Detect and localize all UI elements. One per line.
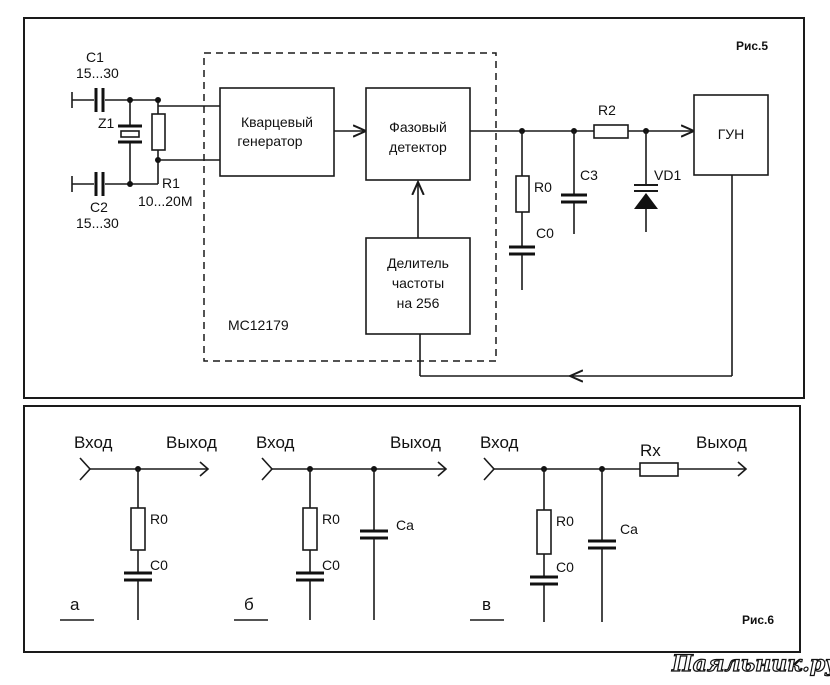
vd1-label: VD1 [654,167,681,183]
crystal-oscillator-block [219,87,335,177]
varicap-vd1 [634,131,658,232]
c2-name: C2 [90,199,108,215]
r1-value: 10...20M [138,193,192,209]
b-r0-label: R0 [322,511,340,527]
r0-label: R0 [534,179,552,195]
resistor-r1 [127,97,166,187]
a-c0-label: C0 [150,557,168,573]
detector-line2: детектор [389,139,447,155]
c1-value: 15...30 [76,65,119,81]
figure-5: Рис.5 MC12179 C1 15...30 C2 15...30 [23,17,805,399]
figure-6-label: Рис.6 [742,613,774,627]
divider-line2: частоты [392,275,444,291]
vco-block [693,94,769,176]
v-input-label: Вход [480,433,519,452]
detector-line1: Фазовый [389,119,447,135]
b-variant-letter: б [244,595,254,614]
crystal-z1 [118,100,142,184]
figure-6-frame [23,405,801,653]
capacitor-c1 [71,88,130,112]
b-c0-label: C0 [322,557,340,573]
r0-c0-branch [509,131,535,290]
b-input-label: Вход [256,433,295,452]
v-variant-letter: в [482,595,491,614]
phase-detector-block [365,87,471,181]
figure-6: Рис.6 Вход Выход R0 C0 а [23,405,801,653]
chip-boundary [203,52,497,362]
frequency-divider-block [365,237,471,335]
oscillator-line2: генератор [237,133,302,149]
r2-label: R2 [598,102,616,118]
a-input-label: Вход [74,433,113,452]
divider-line1: Делитель [387,255,449,271]
capacitor-c2 [71,172,130,196]
v-rx-label: Rx [640,441,661,460]
variant-b [234,457,448,621]
variant-v [470,457,748,622]
a-r0-label: R0 [150,511,168,527]
c1-name: C1 [86,49,104,65]
v-ca-label: Ca [620,521,638,537]
v-output-label: Выход [696,433,747,452]
oscillator-line1: Кварцевый [241,114,313,130]
variant-a [60,457,210,621]
capacitor-c3 [561,131,587,234]
z1-label: Z1 [98,115,115,131]
b-ca-label: Ca [396,517,414,533]
chip-label: MC12179 [228,317,289,333]
figure-5-label: Рис.5 [736,39,768,53]
site-watermark: Паяльник.ру [671,651,830,677]
resistor-r2 [593,124,629,139]
vco-label: ГУН [718,126,745,142]
v-r0-label: R0 [556,513,574,529]
a-output-label: Выход [166,433,217,452]
c0-label: C0 [536,225,554,241]
v-c0-label: C0 [556,559,574,575]
c3-label: C3 [580,167,598,183]
divider-line3: на 256 [397,295,440,311]
r1-name: R1 [162,175,180,191]
b-output-label: Выход [390,433,441,452]
c2-value: 15...30 [76,215,119,231]
a-variant-letter: а [70,595,80,614]
